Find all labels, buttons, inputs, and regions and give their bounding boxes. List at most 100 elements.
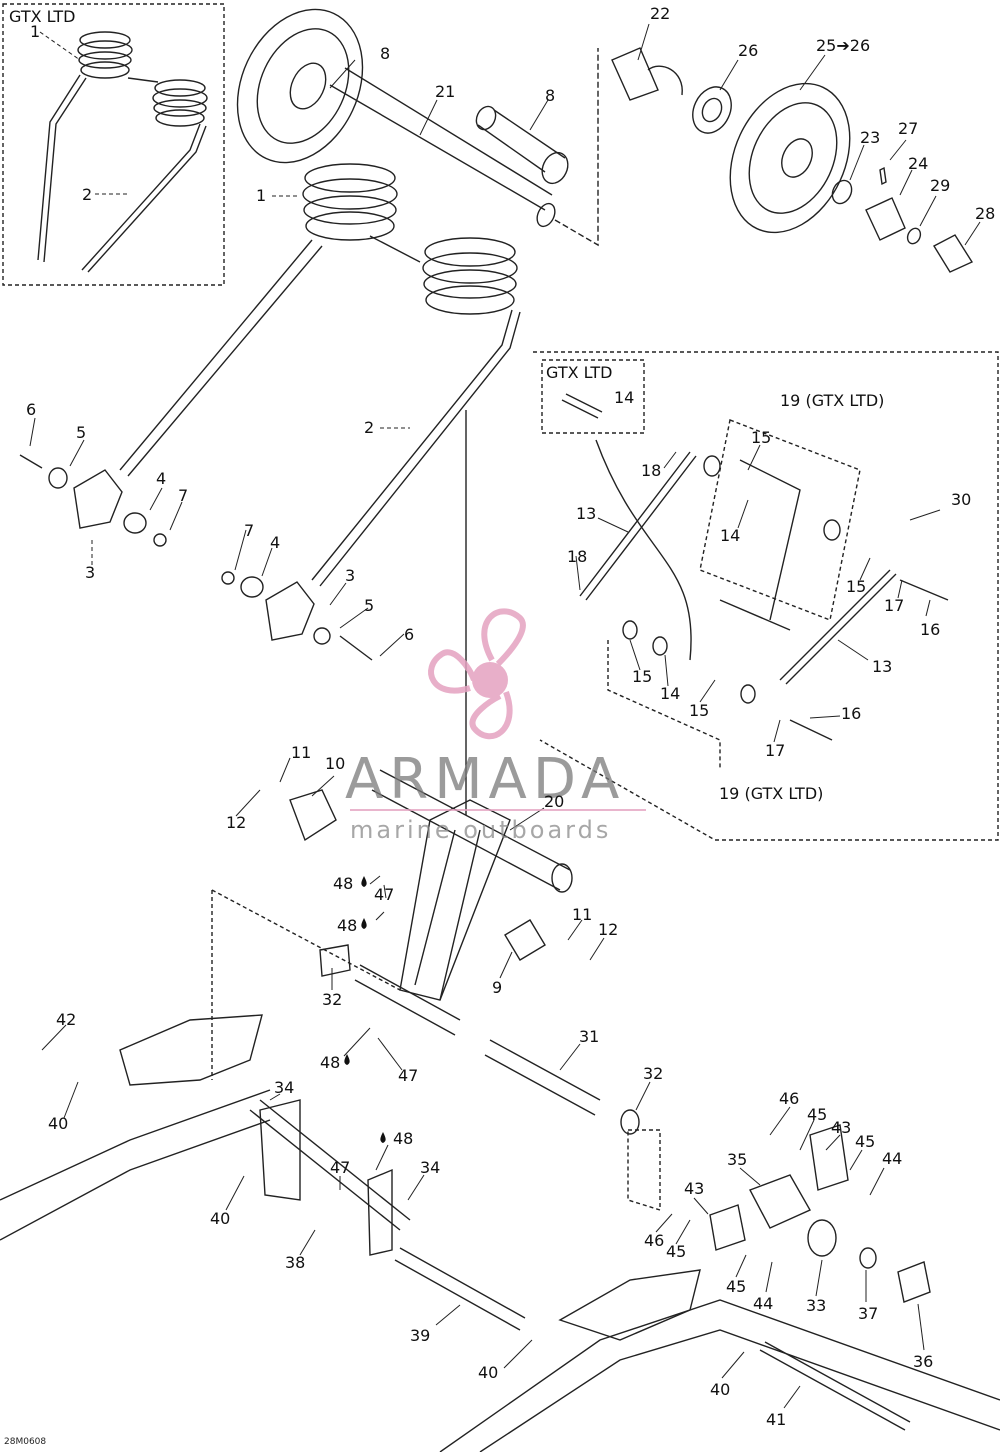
part-callout: 26: [738, 41, 759, 60]
bolt-16-a: [899, 579, 949, 601]
cover-10: [289, 789, 337, 842]
part-callout: 15: [846, 577, 867, 596]
rod-13-left: [579, 451, 697, 601]
block-43-b: [709, 1204, 746, 1251]
propeller-icon: [428, 608, 526, 740]
part-callout: 12: [598, 920, 619, 939]
part-callout: 46: [779, 1089, 800, 1108]
part-callout: 2: [364, 418, 375, 437]
part-callout: 13: [576, 504, 597, 523]
part-callout: 45: [807, 1105, 828, 1124]
bushing-33: [807, 1219, 837, 1257]
part-callout: 43: [831, 1118, 852, 1137]
cover-9: [504, 919, 546, 961]
watermark-name: ARMADA: [345, 747, 626, 812]
inset-sub-label-14: 14: [614, 388, 635, 407]
inset-frame-top-left: [2, 3, 225, 286]
inset-spring-small: [37, 31, 208, 273]
part-callout: 5: [364, 596, 375, 615]
part-callout: 4: [156, 469, 167, 488]
washer-37: [859, 1247, 877, 1269]
part-callout: 40: [710, 1380, 731, 1399]
part-callout: 14: [660, 684, 681, 703]
spring-large-left: [119, 163, 421, 477]
cross-shaft-38: [249, 1099, 411, 1256]
part-callout: 22: [650, 4, 671, 23]
part-callout: 15: [632, 667, 653, 686]
part-callout: 41: [766, 1410, 787, 1429]
part-callout: 32: [643, 1064, 664, 1083]
bracket-3-left: [19, 454, 167, 547]
part-callout: 6: [404, 625, 415, 644]
bushing-32-a: [319, 944, 351, 977]
part-callout: 6: [26, 400, 37, 419]
part-callout: 5: [76, 423, 87, 442]
part-callout: 27: [898, 119, 919, 138]
part-callout: 48: [337, 916, 358, 935]
part-callout: 46: [644, 1231, 665, 1250]
group-label-19-top: 19 (GTX LTD): [780, 391, 885, 410]
part-callout: 37: [858, 1304, 879, 1323]
grease-drop-icon: [361, 918, 367, 929]
part-callout: 35: [727, 1150, 748, 1169]
inset-frame-mid-right: [533, 351, 999, 841]
part-callout: 44: [753, 1294, 774, 1313]
wheel-small-right: [611, 47, 974, 273]
part-callout: 14: [720, 526, 741, 545]
suspension-arm-20: [371, 769, 573, 1001]
part-callout: 29: [930, 176, 951, 195]
part-callout: 43: [684, 1179, 705, 1198]
bolt-16-b: [789, 719, 833, 741]
part-callout: 48: [320, 1053, 341, 1072]
part-callout: 40: [478, 1363, 499, 1382]
watermark-tagline: marine outboards: [350, 816, 612, 844]
part-callout: 12: [226, 813, 247, 832]
bushing-15-a: [622, 620, 638, 640]
frame-rail-right: [439, 1269, 1000, 1452]
sleeve-8: [475, 105, 569, 185]
part-callout: 30: [951, 490, 972, 509]
bushing-15-c: [740, 684, 756, 704]
part-callout: 1: [30, 22, 41, 41]
part-callout: 34: [274, 1078, 295, 1097]
part-callout: 47: [374, 885, 395, 904]
inset-title-mid-right: GTX LTD: [546, 363, 613, 382]
frame-rail-left: [0, 889, 401, 1241]
part-callout: 32: [322, 990, 343, 1009]
part-callout: 11: [291, 743, 312, 762]
part-callout: 15: [751, 428, 772, 447]
wheel-large-top: [236, 8, 599, 247]
part-callout: 23: [860, 128, 881, 147]
part-callout: 48: [393, 1129, 414, 1148]
part-callout: 48: [333, 874, 354, 893]
part-callout: 18: [567, 547, 588, 566]
part-callout: 28: [975, 204, 996, 223]
part-callout: 16: [920, 620, 941, 639]
part-callout: 36: [913, 1352, 934, 1371]
part-callout: 2: [82, 185, 93, 204]
inset-frame-gtx-sub: [541, 359, 645, 434]
plug-36: [897, 1261, 931, 1303]
part-callout: 25➔26: [816, 36, 871, 55]
part-callout: 13: [872, 657, 893, 676]
part-callout: 34: [420, 1158, 441, 1177]
drawing-code: 28M0608: [4, 1437, 47, 1447]
part-callout: 3: [345, 566, 356, 585]
part-callout: 3: [85, 563, 96, 582]
grease-drop-icon: [344, 1054, 350, 1065]
rod-13-right: [779, 569, 897, 685]
part-callout: 33: [806, 1296, 827, 1315]
bolt-41: [759, 1341, 911, 1431]
part-callout: 10: [325, 754, 346, 773]
part-callout: 45: [855, 1132, 876, 1151]
housing-35: [749, 1174, 811, 1229]
part-callout: 42: [56, 1010, 77, 1029]
part-callout: 8: [380, 44, 391, 63]
part-callout: 40: [210, 1209, 231, 1228]
inset-title-top-left: GTX LTD: [9, 7, 76, 26]
part-callout: 24: [908, 154, 929, 173]
linkage-19-upper: [699, 419, 861, 631]
part-callout: 21: [435, 82, 456, 101]
